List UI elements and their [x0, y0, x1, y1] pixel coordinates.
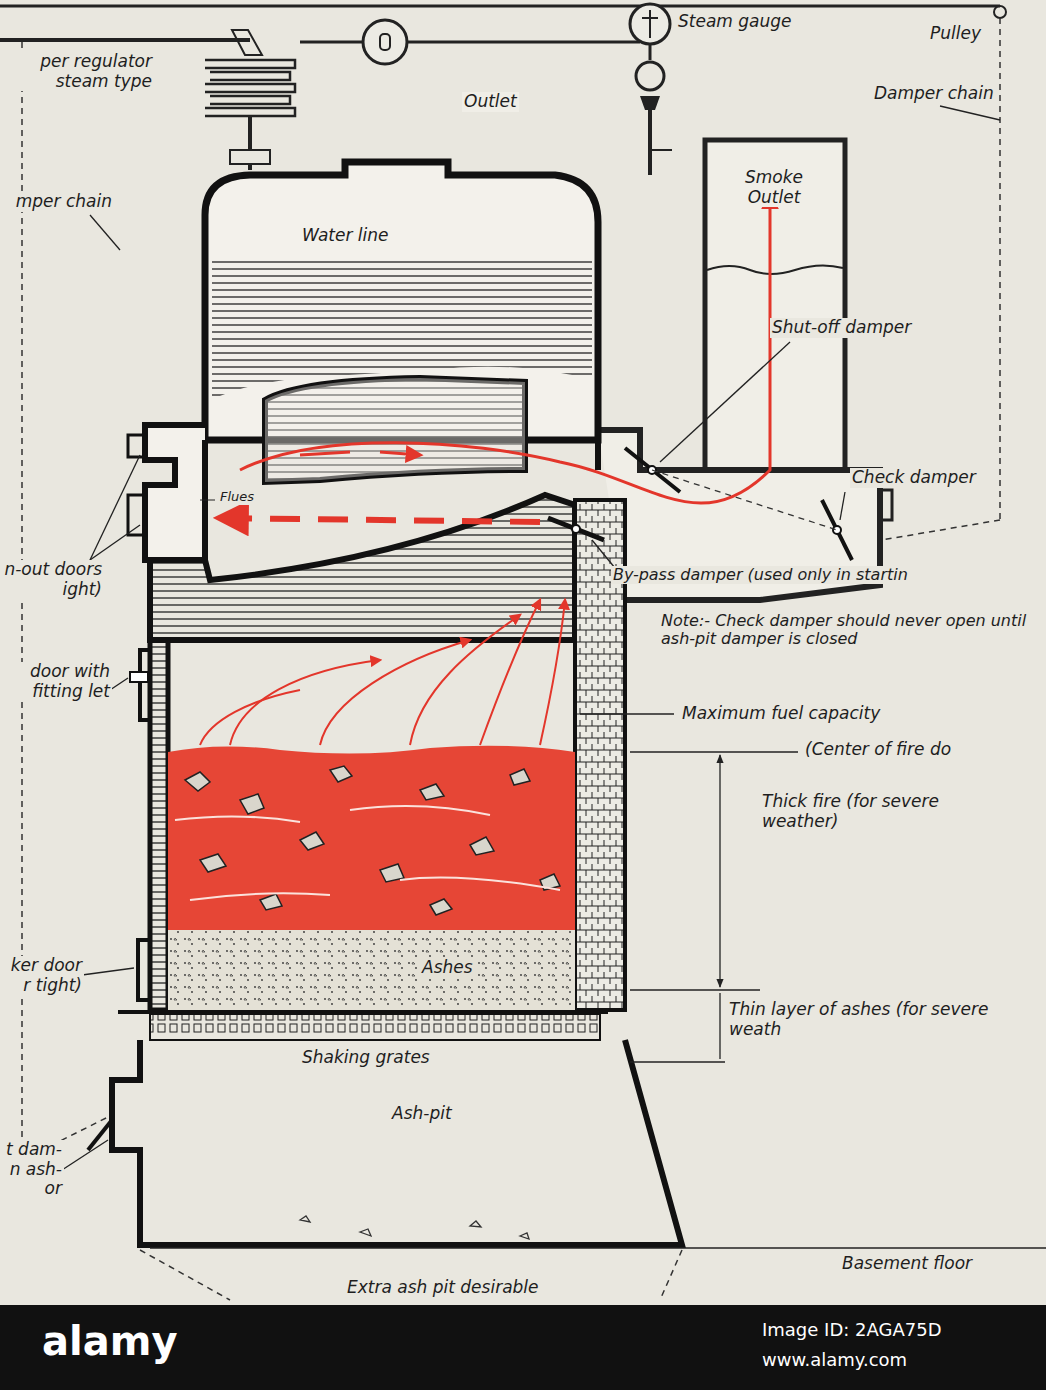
part-label: Shut-off damper: [770, 318, 913, 338]
part-label: ker door r tight): [0, 956, 84, 995]
part-label: n-out doors ight): [0, 560, 104, 599]
part-label: Steam gauge: [676, 12, 794, 32]
note-text: By-pass damper (used only in startin: [611, 566, 1043, 584]
watermark: alamy: [40, 1318, 179, 1364]
part-label: mper chain: [0, 192, 114, 212]
part-label: Smoke Outlet: [722, 168, 826, 207]
part-label: Basement floor: [840, 1254, 974, 1274]
watermark: www.alamy.com: [760, 1350, 909, 1371]
part-label: Ashes: [420, 958, 475, 978]
dimension-label: (Center of fire do: [803, 740, 953, 760]
dimension-label: Thick fire (for severe weather): [760, 792, 964, 831]
part-label: Pulley: [928, 24, 983, 44]
part-label: Shaking grates: [300, 1048, 432, 1068]
watermark: Image ID: 2AGA75D: [760, 1320, 944, 1341]
part-label: Flues: [218, 490, 256, 505]
part-label: door with fitting let: [0, 662, 112, 701]
part-label: Damper chain: [872, 84, 996, 104]
part-label: Check damper: [850, 468, 978, 488]
part-label: per regulator steam type: [0, 52, 154, 91]
part-label: Ash-pit: [390, 1104, 454, 1124]
part-label: Water line: [300, 226, 391, 246]
note-text: Note:- Check damper should never open un…: [659, 612, 1043, 649]
dimension-label: Thin layer of ashes (for severe weath: [727, 1000, 1043, 1039]
dimension-label: Maximum fuel capacity: [680, 704, 882, 724]
note-text: Extra ash pit desirable: [345, 1278, 541, 1298]
part-label: t dam- n ash- or: [0, 1140, 64, 1199]
part-label: Outlet: [462, 92, 519, 112]
